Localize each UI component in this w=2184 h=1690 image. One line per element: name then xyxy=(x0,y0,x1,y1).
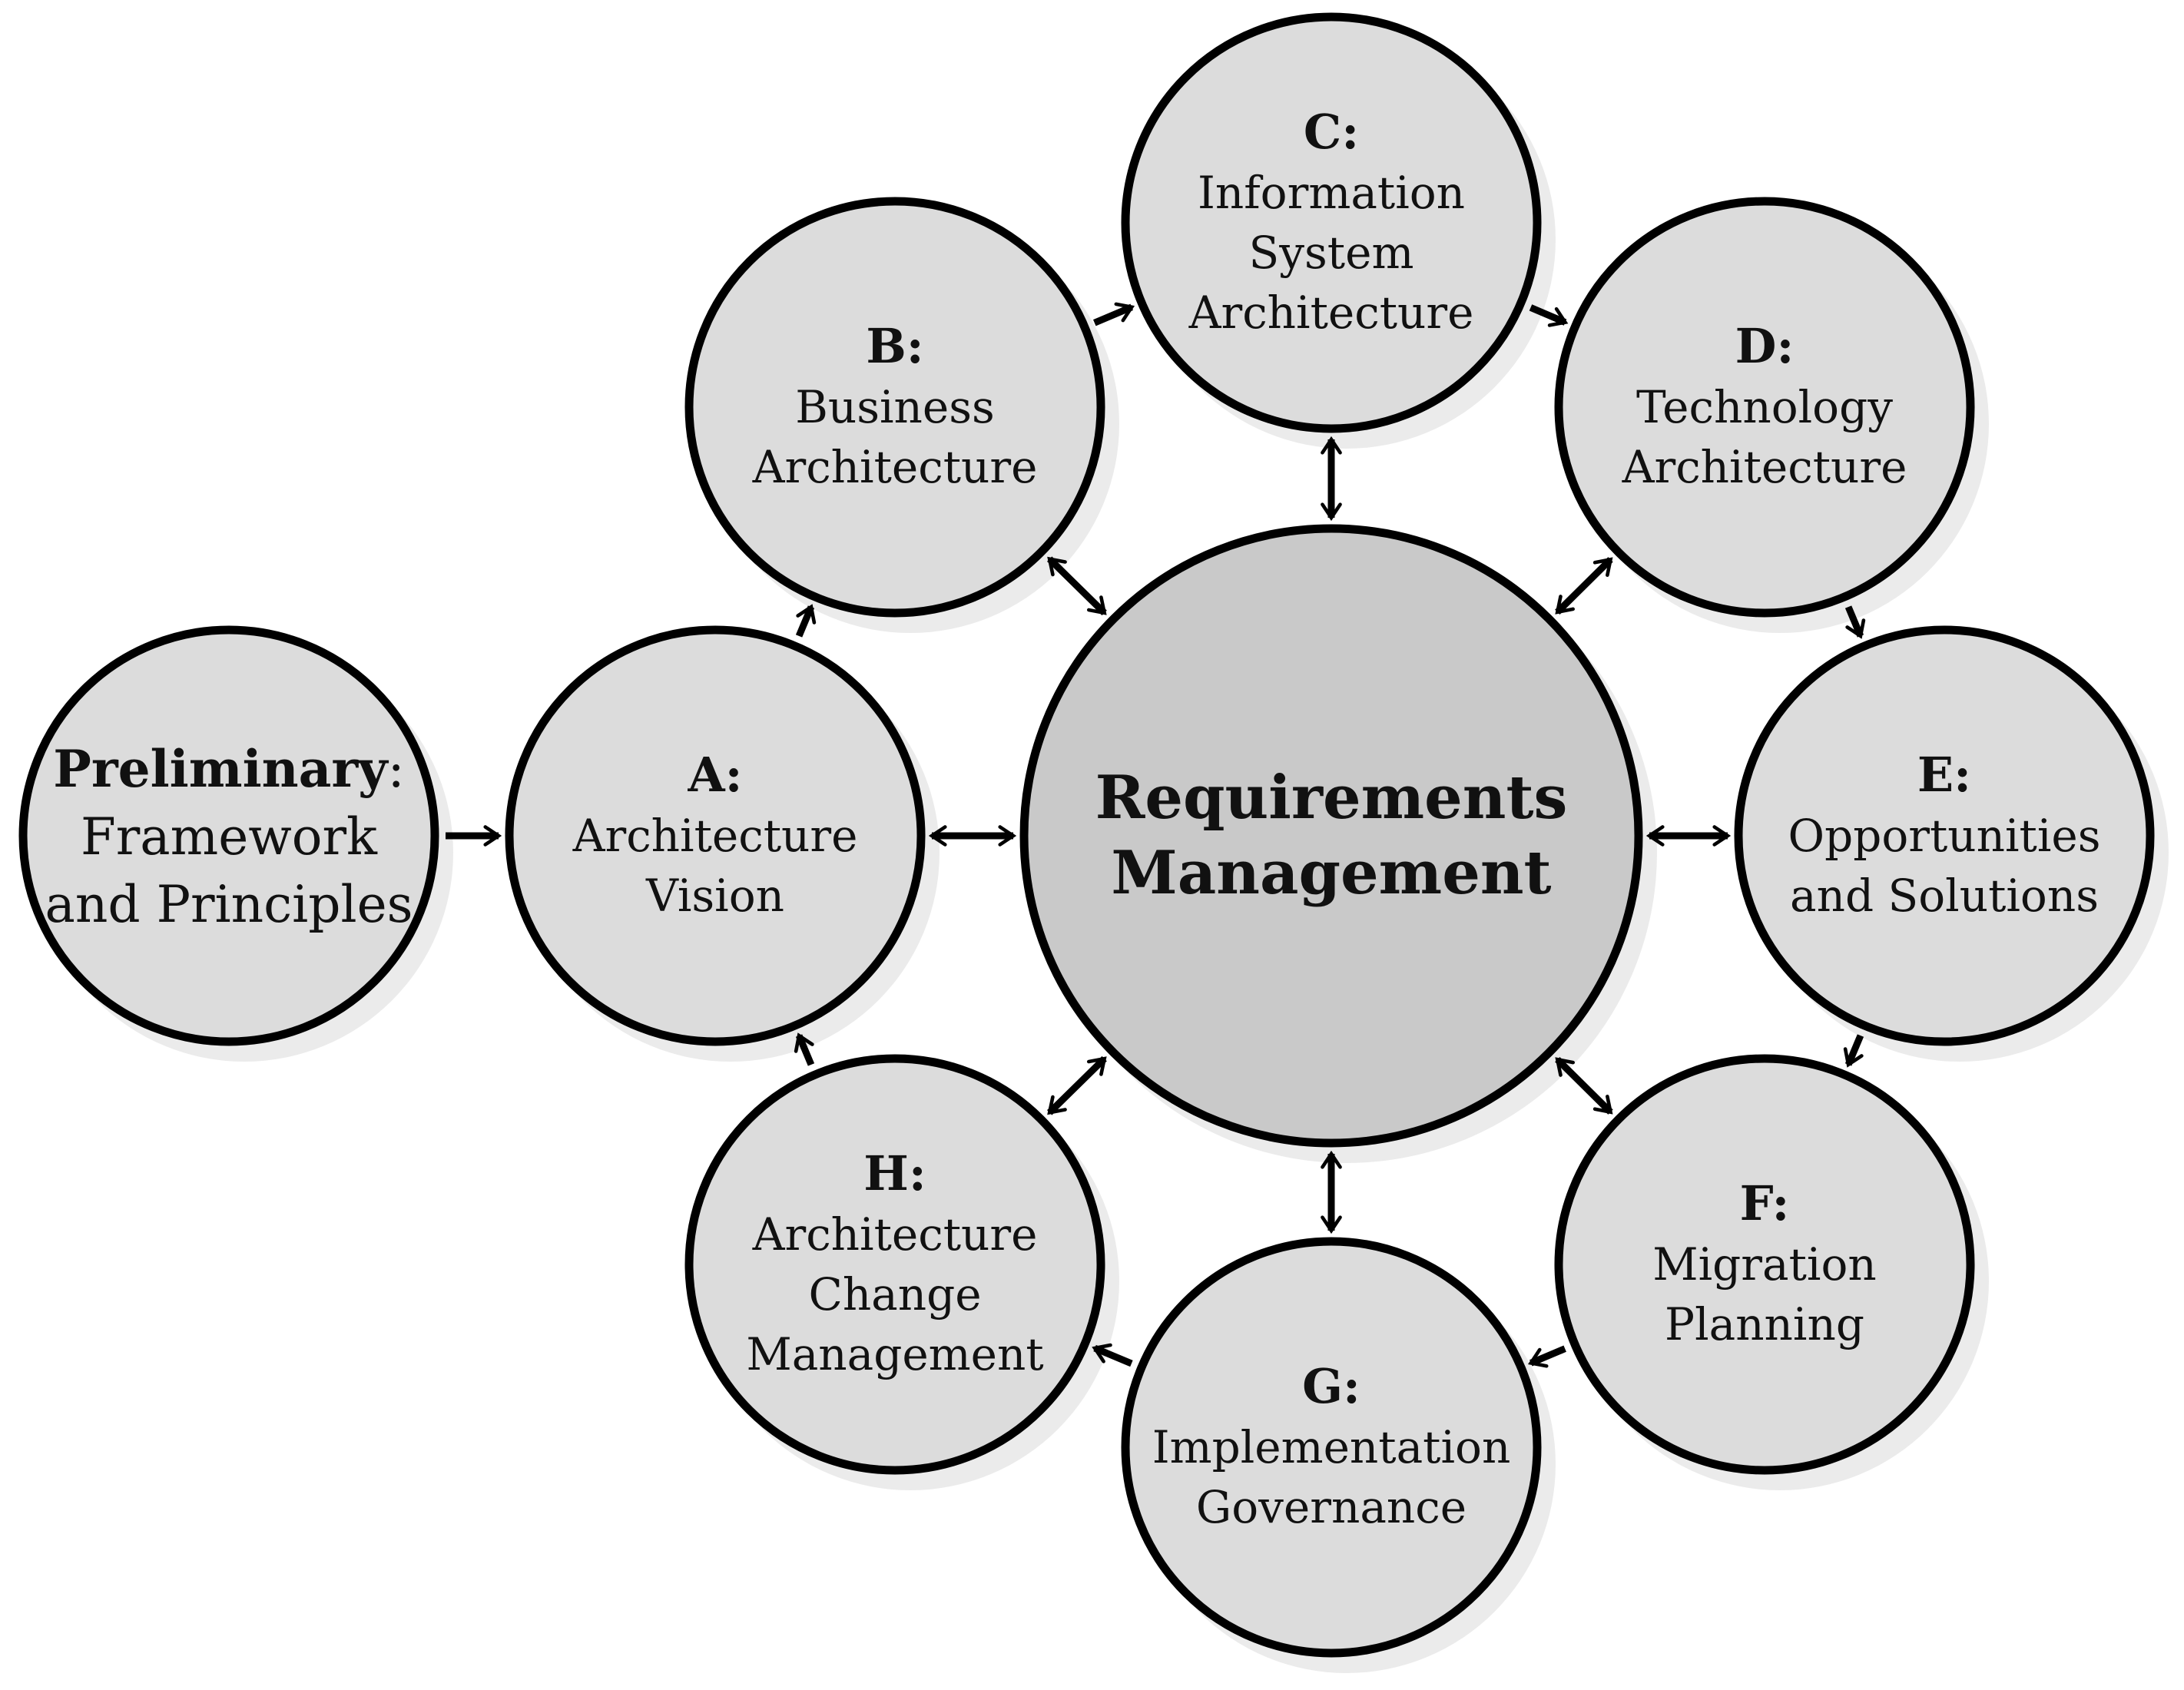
phase-c-name-line: Architecture xyxy=(1188,287,1474,339)
phase-b-code: B: xyxy=(866,318,923,374)
phase-g-code: G: xyxy=(1302,1358,1360,1414)
phase-g-name-line: Implementation xyxy=(1152,1421,1511,1473)
arrow-h-to-a xyxy=(794,1032,815,1066)
phase-e-node: E: Opportunities and Solutions xyxy=(1734,625,2155,1046)
arrow-d-to-e xyxy=(1844,605,1866,639)
connector-layer xyxy=(446,302,1866,1368)
phase-f-name-line: Planning xyxy=(1665,1298,1864,1350)
double-arrow-center-to-b xyxy=(1047,556,1107,616)
arrow-b-to-c xyxy=(1093,302,1135,326)
phase-c-name-line: Information xyxy=(1198,167,1465,219)
preliminary-title: Preliminary: xyxy=(53,739,405,799)
phase-a-circle xyxy=(505,625,926,1046)
requirements-management-label: Management xyxy=(1111,838,1551,908)
phase-d-name-line: Architecture xyxy=(1622,441,1907,493)
phase-f-code: F: xyxy=(1740,1175,1790,1231)
phase-d-name-line: Technology xyxy=(1636,381,1893,433)
phase-d-circle xyxy=(1554,197,1975,618)
arrow-a-to-b xyxy=(795,604,817,638)
phase-f-name-line: Migration xyxy=(1652,1238,1877,1291)
arrow-g-to-h xyxy=(1092,1343,1133,1367)
arrow-f-to-g xyxy=(1527,1345,1566,1368)
phase-b-circle xyxy=(684,197,1105,618)
phase-h-name-line: Management xyxy=(746,1328,1043,1380)
phase-e-code: E: xyxy=(1917,747,1971,803)
phase-h-circle xyxy=(684,1054,1105,1475)
double-arrow-center-to-d xyxy=(1555,557,1613,615)
phase-c-circle xyxy=(1121,12,1542,433)
arrow-c-to-d xyxy=(1529,304,1569,327)
double-arrow-center-to-f xyxy=(1555,1056,1613,1115)
arrow-e-to-f xyxy=(1843,1034,1864,1068)
phase-b-name-line: Architecture xyxy=(752,441,1038,493)
phase-g-circle xyxy=(1121,1237,1542,1658)
node-layer: A:ArchitectureVisionB:BusinessArchitectu… xyxy=(18,12,2155,1658)
preliminary-title-colon: : xyxy=(388,740,405,799)
phase-h-name-line: Architecture xyxy=(752,1208,1038,1261)
phase-e-circle xyxy=(1734,625,2155,1046)
preliminary-circle xyxy=(18,625,439,1046)
phase-c-code: C: xyxy=(1304,104,1359,160)
phase-d-code: D: xyxy=(1735,318,1795,374)
requirements-management-circle xyxy=(1019,524,1643,1148)
phase-a-code: A: xyxy=(688,747,743,803)
preliminary-name-line: and Principles xyxy=(45,875,413,934)
phase-e-name-line: and Solutions xyxy=(1790,870,2099,922)
double-arrow-center-to-h xyxy=(1047,1055,1107,1115)
phase-e-name-line: Opportunities xyxy=(1788,810,2101,862)
requirements-management-label: Requirements xyxy=(1095,763,1568,833)
phase-h-code: H: xyxy=(863,1145,926,1201)
phase-a-name-line: Vision xyxy=(645,870,784,922)
phase-h-name-line: Change xyxy=(808,1268,981,1321)
phase-c-name-line: System xyxy=(1249,227,1414,279)
phase-a-name-line: Architecture xyxy=(572,810,858,862)
phase-f-circle xyxy=(1554,1054,1975,1475)
phase-b-name-line: Business xyxy=(795,381,995,433)
preliminary-name-line: Framework xyxy=(81,807,378,867)
phase-g-name-line: Governance xyxy=(1196,1481,1466,1533)
preliminary-title-bold: Preliminary xyxy=(53,739,389,799)
